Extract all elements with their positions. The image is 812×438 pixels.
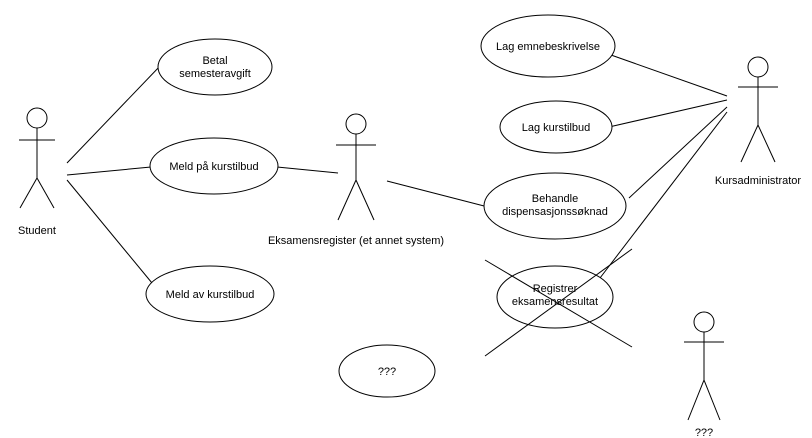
use-case-unenroll-label: Meld av kurstilbud: [166, 289, 255, 301]
use-case-handle-dispensation-line-1: Behandle: [532, 193, 579, 205]
use-case-unenroll: Meld av kurstilbud: [145, 265, 275, 323]
assoc-student-unenroll: [66, 179, 153, 284]
use-case-unknown: ???: [338, 344, 436, 398]
use-case-register-result: Registrer eksamensresultat: [496, 265, 614, 329]
use-case-handle-dispensation-line-2: dispensasjonssøknad: [502, 206, 608, 218]
assoc-student-pay-fee: [66, 64, 162, 164]
use-case-create-description: Lag emnebeskrivelse: [480, 14, 616, 78]
associations: [66, 54, 728, 284]
assoc-student-enroll: [66, 166, 152, 176]
actor-unknown: ???: [684, 311, 724, 438]
use-case-create-description-label: Lag emnebeskrivelse: [496, 41, 600, 53]
use-case-create-offer: Lag kurstilbud: [499, 100, 613, 154]
cross-out-mark: [484, 248, 633, 357]
actor-exam-register: Eksamensregister (et annet system): [268, 113, 444, 247]
assoc-admin-offer: [608, 99, 728, 128]
use-case-create-offer-label: Lag kurstilbud: [522, 122, 591, 134]
actor-unknown-label: ???: [695, 427, 713, 438]
actor-course-admin-label: Kursadministrator: [715, 175, 802, 187]
actor-student: Student: [18, 107, 56, 237]
actor-student-label: Student: [18, 225, 56, 237]
assoc-admin-register-result: [599, 111, 728, 279]
use-case-handle-dispensation: Behandle dispensasjonssøknad: [483, 172, 627, 240]
assoc-enroll-exam-register: [276, 166, 339, 174]
use-case-enroll-label: Meld på kurstilbud: [169, 161, 258, 173]
assoc-admin-description: [610, 54, 728, 97]
assoc-exam-register-dispensation: [386, 180, 489, 208]
use-case-register-result-line-1: Registrer: [533, 283, 578, 295]
use-case-pay-fee: Betal semesteravgift: [157, 38, 273, 96]
actor-exam-register-label: Eksamensregister (et annet system): [268, 235, 444, 247]
use-case-pay-fee-line-1: Betal: [202, 55, 227, 67]
use-case-unknown-label: ???: [378, 366, 396, 378]
use-case-pay-fee-line-2: semesteravgift: [179, 68, 251, 80]
use-case-enroll: Meld på kurstilbud: [149, 137, 279, 195]
assoc-admin-dispensation: [628, 106, 728, 199]
actor-course-admin: Kursadministrator: [715, 56, 802, 187]
